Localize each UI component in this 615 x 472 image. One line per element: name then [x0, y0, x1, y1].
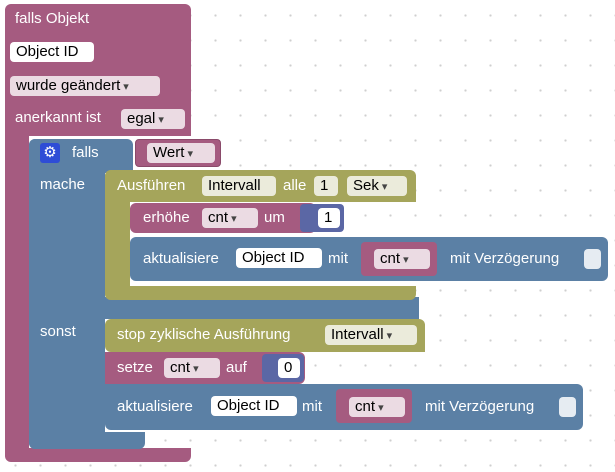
if-block-bottom-arm[interactable]: [29, 432, 145, 449]
interval-block-footer[interactable]: [105, 286, 416, 300]
interval-amount-field[interactable]: 1: [314, 176, 338, 196]
condition-value-dropdown[interactable]: Wert: [147, 143, 215, 163]
interval-unit-dropdown[interactable]: Sek: [347, 176, 407, 196]
object-id-field[interactable]: Object ID: [10, 42, 94, 62]
stop-interval-dropdown[interactable]: Intervall: [325, 325, 417, 345]
update-then-object-field[interactable]: Object ID: [236, 248, 322, 268]
gear-icon[interactable]: ⚙: [40, 143, 60, 163]
set-variable-value-field[interactable]: 0: [278, 358, 300, 378]
ack-label: anerkannt ist: [15, 109, 101, 126]
update-else-label: aktualisiere: [117, 398, 193, 415]
update-then-with-label: mit: [328, 250, 348, 267]
trigger-block-spine[interactable]: [5, 130, 29, 455]
if-block-mid-arm[interactable]: [29, 297, 419, 319]
increment-label: erhöhe: [143, 209, 190, 226]
interval-block-spine[interactable]: [105, 170, 130, 300]
increment-amount-field[interactable]: 1: [318, 208, 340, 228]
change-mode-dropdown[interactable]: wurde geändert: [10, 76, 160, 96]
set-variable-to-label: auf: [226, 359, 247, 376]
update-else-value-dropdown[interactable]: cnt: [349, 397, 405, 417]
update-else-with-label: mit: [302, 398, 322, 415]
update-then-delay-checkbox[interactable]: [584, 249, 601, 269]
if-label: falls: [72, 144, 99, 161]
update-else-delay-checkbox[interactable]: [559, 397, 576, 417]
ack-dropdown[interactable]: egal: [121, 109, 185, 129]
update-then-label: aktualisiere: [143, 250, 219, 267]
update-else-delay-label: mit Verzögerung: [425, 398, 535, 415]
set-variable-dropdown[interactable]: cnt: [164, 358, 220, 378]
else-label: sonst: [40, 323, 76, 340]
interval-every-label: alle: [283, 177, 307, 194]
trigger-title: falls Objekt: [15, 10, 90, 27]
then-label: mache: [40, 176, 86, 193]
trigger-block-footer[interactable]: [5, 448, 191, 462]
if-block-spine[interactable]: [29, 139, 105, 449]
set-variable-label: setze: [117, 359, 153, 376]
interval-run-label: Ausführen: [117, 177, 186, 194]
stop-interval-label: stop zyklische Ausführung: [117, 326, 291, 343]
increment-variable-dropdown[interactable]: cnt: [202, 208, 258, 228]
increment-by-label: um: [264, 209, 285, 226]
update-else-object-field[interactable]: Object ID: [211, 396, 297, 416]
interval-name-field[interactable]: Intervall: [202, 176, 276, 196]
update-then-delay-label: mit Verzögerung: [450, 250, 560, 267]
update-then-value-dropdown[interactable]: cnt: [374, 249, 430, 269]
